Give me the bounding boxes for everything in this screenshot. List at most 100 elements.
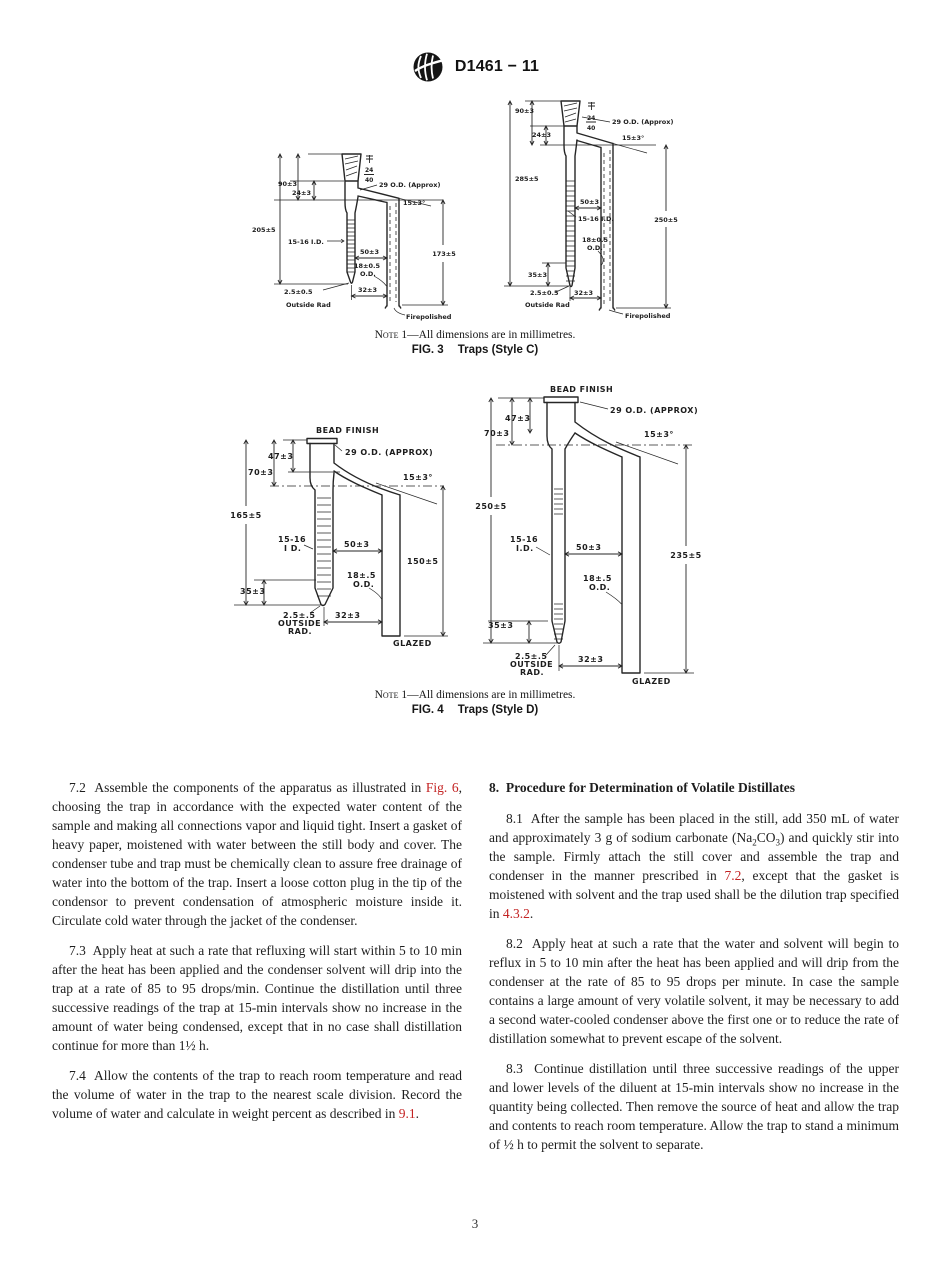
dim-label: 29 O.D. (APPROX) xyxy=(345,448,433,457)
dim-label: Firepolished xyxy=(406,313,452,321)
dim-label: Outside Rad xyxy=(286,301,331,309)
dim-label: 32±3 xyxy=(578,655,603,664)
dim-label: 50±3 xyxy=(580,198,599,206)
paragraph-text: 8.1 After the sample has been placed in … xyxy=(489,811,899,845)
dim-label: 15-16 I.D. xyxy=(288,238,324,246)
reference-link[interactable]: 9.1 xyxy=(398,1106,416,1121)
two-column-text: 7.2 Assemble the components of the appar… xyxy=(52,778,899,1165)
dim-label: BEAD FINISH xyxy=(550,385,613,394)
dim-label: OUTSIDE xyxy=(510,660,553,669)
dim-label: O.D. xyxy=(589,583,610,592)
dim-label: 47±3 xyxy=(268,452,293,461)
extension-lines xyxy=(483,397,694,674)
trap-outline xyxy=(306,437,401,637)
dim-label: 18±0.5 xyxy=(582,236,608,244)
dim-label: 24±3 xyxy=(292,189,311,197)
dim-label: 29 O.D. (APPROX) xyxy=(610,406,698,415)
paragraph-text: CO xyxy=(756,830,776,845)
dimension-labels: 90±3 24±3 29 O.D. (Approx) 15±3° 285±5 5… xyxy=(515,107,678,320)
fig3-right-trap-drawing: 24 40 90±3 24±3 29 O.D. (Approx) 15±3° 2… xyxy=(504,99,678,320)
caption-number: FIG. 3 xyxy=(411,344,444,356)
dim-label: O.D. xyxy=(587,244,603,252)
dim-label: 35±3 xyxy=(488,621,513,630)
dim-label: Outside Rad xyxy=(525,301,570,309)
trap-outline xyxy=(563,125,648,311)
dim-label: 18±.5 xyxy=(583,574,612,583)
dim-label: 35±3 xyxy=(240,587,265,596)
dim-label: 2.5±0.5 xyxy=(530,289,559,297)
dim-label: 29 O.D. (Approx) xyxy=(379,181,440,189)
paragraph-8-1: 8.1 After the sample has been placed in … xyxy=(489,809,899,923)
note-text: —All dimensions are in millimetres. xyxy=(407,329,576,341)
dim-label: 205±5 xyxy=(252,226,276,234)
dimension-labels: BEAD FINISH 29 O.D. (APPROX) 47±3 70±3 1… xyxy=(475,385,701,686)
dim-label: 15±3° xyxy=(403,473,433,482)
reference-link[interactable]: Fig. 6 xyxy=(425,780,459,795)
dim-label: OUTSIDE xyxy=(278,619,321,628)
astm-logo xyxy=(413,52,443,82)
dim-label: 50±3 xyxy=(360,248,379,256)
paragraph-text: 8.2 Apply heat at such a rate that the w… xyxy=(489,936,899,1046)
fig4-left-trap-drawing: BEAD FINISH 29 O.D. (APPROX) 47±3 70±3 1… xyxy=(230,426,448,648)
taper-den: 40 xyxy=(365,177,373,184)
dim-label: GLAZED xyxy=(632,677,671,686)
dim-label: O.D. xyxy=(353,580,374,589)
dimension-labels: BEAD FINISH 29 O.D. (APPROX) 47±3 70±3 1… xyxy=(230,426,438,648)
paragraph-text: . xyxy=(529,906,534,921)
paragraph-text: , choosing the trap in accordance with t… xyxy=(52,780,462,928)
fig4-right-trap-drawing: BEAD FINISH 29 O.D. (APPROX) 47±3 70±3 1… xyxy=(475,385,701,686)
dim-label: 15-16 I.D. xyxy=(578,215,614,223)
note-text: —All dimensions are in millimetres. xyxy=(407,689,576,701)
page-header: D1461 − 11 xyxy=(0,50,950,84)
fig4-caption: Note 1—All dimensions are in millimetres… xyxy=(0,689,950,716)
trap-outline xyxy=(344,180,432,309)
caption-title: Traps (Style D) xyxy=(457,704,539,716)
paragraph-text: ) and quickly stir into the sample. Firm… xyxy=(489,830,900,883)
figure-note: Note 1—All dimensions are in millimetres… xyxy=(0,329,950,341)
dimension-lines xyxy=(507,99,669,315)
paragraph-7-2: 7.2 Assemble the components of the appar… xyxy=(52,778,462,930)
dim-label: 50±3 xyxy=(576,543,601,552)
dim-label: 70±3 xyxy=(484,429,509,438)
dim-label: BEAD FINISH xyxy=(316,426,379,435)
dim-label: I.D. xyxy=(516,544,534,553)
dim-label: I D. xyxy=(284,544,301,553)
section-heading-8: 8. Procedure for Determination of Volati… xyxy=(489,780,795,795)
fig3-caption: Note 1—All dimensions are in millimetres… xyxy=(0,329,950,356)
figure-caption: FIG. 4 Traps (Style D) xyxy=(0,704,950,716)
dimension-labels: 90±3 24±3 29 O.D. (Approx) 15±3° 205±5 1… xyxy=(252,180,456,321)
dim-label: 32±3 xyxy=(358,286,377,294)
reference-link[interactable]: 4.3.2 xyxy=(502,906,530,921)
caption-number: FIG. 4 xyxy=(411,704,444,716)
subscript: 2 xyxy=(752,837,757,848)
dimension-lines xyxy=(277,152,446,316)
dim-label: RAD. xyxy=(520,668,544,677)
paragraph-7-3: 7.3 Apply heat at such a rate that reflu… xyxy=(52,941,462,1055)
dim-label: 32±3 xyxy=(335,611,360,620)
extension-lines xyxy=(274,153,448,306)
dim-label: 235±5 xyxy=(670,551,701,560)
dim-label: 29 O.D. (Approx) xyxy=(612,118,673,126)
dim-label: 2.5±.5 xyxy=(283,611,315,620)
dim-label: O.D. xyxy=(360,270,376,278)
dimension-lines xyxy=(243,439,446,637)
dim-label: 32±3 xyxy=(574,289,593,297)
paragraph-text: 7.4 Allow the contents of the trap to re… xyxy=(52,1068,462,1121)
dim-label: 15±3° xyxy=(644,430,674,439)
extension-lines xyxy=(504,100,671,309)
dim-label: 24±3 xyxy=(532,131,551,139)
dim-label: RAD. xyxy=(288,627,312,636)
paragraph-text: 7.2 Assemble the components of the appar… xyxy=(69,780,426,795)
paragraph-text: 8.3 Continue distillation until three su… xyxy=(489,1061,899,1152)
figure-note: Note 1—All dimensions are in millimetres… xyxy=(0,689,950,701)
dimension-lines xyxy=(488,397,689,674)
dim-label: 15-16 xyxy=(510,535,538,544)
taper-num: 24 xyxy=(365,167,373,174)
dim-label: 173±5 xyxy=(432,250,456,258)
paragraph-8-3: 8.3 Continue distillation until three su… xyxy=(489,1059,899,1154)
dim-label: 70±3 xyxy=(248,468,273,477)
reference-link[interactable]: 7.2 xyxy=(724,868,742,883)
paragraph-8-2: 8.2 Apply heat at such a rate that the w… xyxy=(489,934,899,1048)
